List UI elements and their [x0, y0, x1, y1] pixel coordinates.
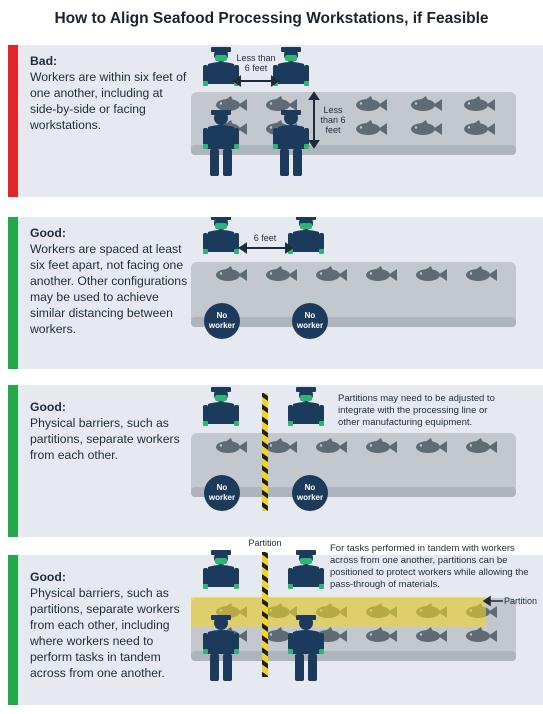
panel-text: Good: Workers are spaced at least six fe…: [30, 225, 190, 337]
panel-text: Good: Physical barriers, such as partiti…: [30, 399, 190, 463]
panel-heading: Good:: [30, 400, 66, 414]
scene-spacing: 6 feet No worker No worker: [191, 217, 516, 339]
panel-heading: Bad:: [30, 54, 58, 68]
no-worker-badge: No worker: [292, 303, 328, 339]
status-bar-bad: [8, 45, 18, 197]
panel-good-barriers: Good: Physical barriers, such as partiti…: [8, 385, 543, 537]
partition-barrier: [262, 393, 268, 511]
panel-body: Physical barriers, such as partitions, s…: [30, 586, 180, 680]
svg-text:worker: worker: [208, 321, 235, 330]
panel-text: Good: Physical barriers, such as partiti…: [30, 569, 190, 681]
panel-heading: Good:: [30, 570, 66, 584]
partition-note: Partitions may need to be adjusted to in…: [338, 393, 495, 428]
page-title: How to Align Seafood Processing Workstat…: [54, 10, 489, 27]
svg-text:worker: worker: [296, 493, 323, 502]
svg-text:No: No: [305, 483, 316, 492]
svg-text:worker: worker: [296, 321, 323, 330]
no-worker-badge: No worker: [292, 475, 328, 511]
svg-text:No: No: [217, 483, 228, 492]
panel-bad: Bad: Workers are within six feet of one …: [8, 45, 543, 197]
status-bar-good: [8, 217, 18, 369]
panel-body: Physical barriers, such as partitions, s…: [30, 416, 180, 462]
worker-icon: [288, 217, 324, 254]
svg-text:No: No: [305, 311, 316, 320]
scene-barriers: No worker No worker: [191, 387, 516, 511]
no-worker-badge: No worker: [204, 303, 240, 339]
distance-label-top: 6 feet: [254, 233, 277, 243]
panel-good-spacing: Good: Workers are spaced at least six fe…: [8, 217, 543, 369]
worker-icon: [288, 387, 324, 426]
panel-text: Bad: Workers are within six feet of one …: [30, 53, 190, 133]
status-bar-good: [8, 385, 18, 537]
panel-heading: Good:: [30, 226, 66, 240]
distance-arrow: [238, 242, 294, 254]
status-bar-good: [8, 555, 18, 705]
no-worker-badge: No worker: [204, 475, 240, 511]
partition-label-top: Partition: [248, 538, 281, 548]
worker-icon: [203, 217, 239, 254]
tandem-note: For tasks performed in tandem with worke…: [330, 543, 529, 590]
svg-text:No: No: [217, 311, 228, 320]
panel-body: Workers are spaced at least six feet apa…: [30, 242, 188, 336]
svg-text:worker: worker: [208, 493, 235, 502]
distance-arrow: [232, 75, 320, 149]
panel-body: Workers are within six feet of one anoth…: [30, 70, 187, 132]
worker-icon: [203, 387, 239, 426]
